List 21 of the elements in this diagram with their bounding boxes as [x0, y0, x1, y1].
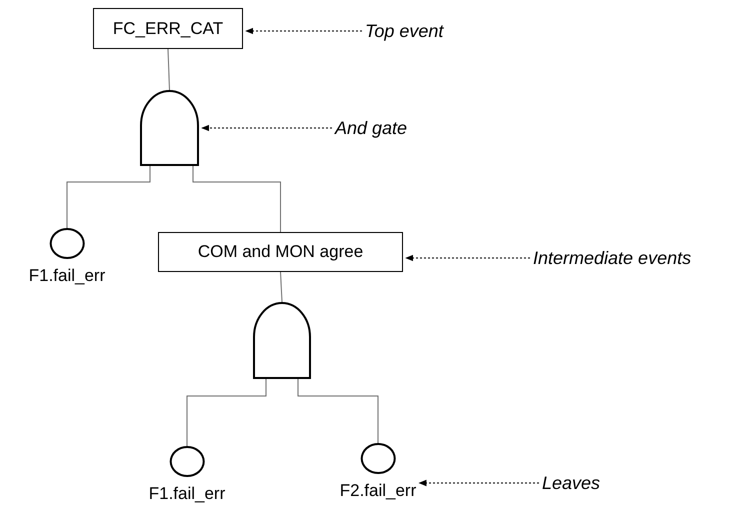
annotation-arrow — [201, 124, 332, 132]
event-box: COM and MON agree — [158, 232, 403, 272]
annotation-arrow — [418, 480, 540, 486]
connector-line — [192, 166, 281, 232]
annotation-text: Top event — [365, 19, 444, 43]
event-label: F1.fail_err — [148, 483, 226, 504]
and-gate — [253, 302, 311, 379]
event-box: FC_ERR_CAT — [93, 8, 243, 49]
connector-line — [186, 378, 266, 446]
connector-line — [280, 272, 282, 302]
annotation-arrow — [245, 28, 362, 34]
connector-line — [66, 166, 150, 228]
annotation-text: And gate — [335, 116, 408, 140]
connector-line — [168, 48, 170, 90]
annotation-text: Leaves — [542, 471, 600, 495]
and-gate — [140, 90, 199, 166]
annotation-text: Intermediate events — [533, 246, 692, 270]
event-label: F1.fail_err — [28, 265, 106, 286]
annotation-arrow — [405, 254, 530, 262]
event-label: F2.fail_err — [340, 480, 416, 502]
connector-line — [298, 378, 378, 444]
